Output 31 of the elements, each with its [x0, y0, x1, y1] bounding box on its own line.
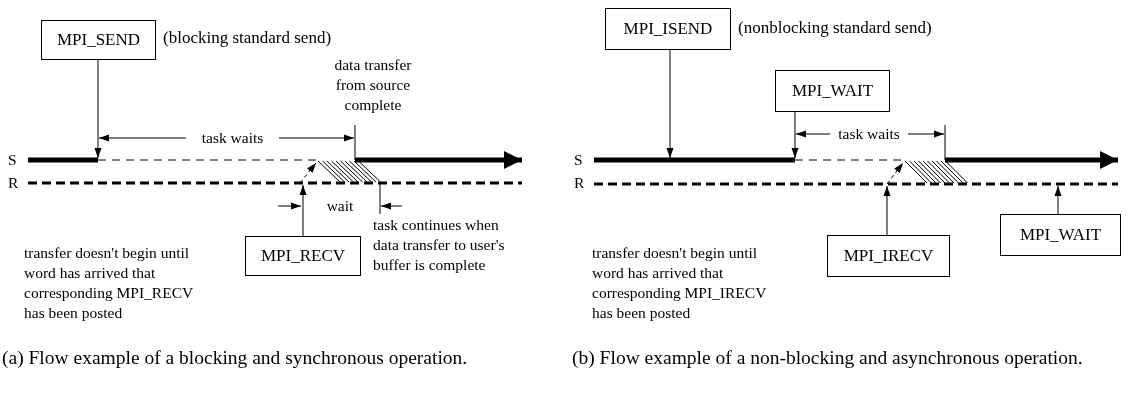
- leader-arrow: [666, 49, 674, 159]
- function-box: [775, 70, 890, 112]
- function-name: MPI_SEND: [56, 30, 141, 50]
- function-name: MPI_WAIT: [791, 81, 874, 101]
- interval-label: wait: [325, 196, 355, 216]
- leader-arrow: [299, 184, 307, 237]
- function-name: MPI_ISEND: [623, 19, 713, 39]
- annotation: (nonblocking standard send): [738, 18, 932, 38]
- annotation: transfer doesn't begin until word has arrived that corresponding MPI_RECV has been posted: [24, 243, 194, 323]
- caption: (a) Flow example of a blocking and synchronous operation.: [2, 346, 469, 370]
- annotation: task continues when data transfer to user's buffer is complete: [373, 215, 506, 275]
- function-name: MPI_RECV: [260, 246, 346, 266]
- function-name: MPI_IRECV: [843, 246, 934, 266]
- function-box: [605, 8, 731, 50]
- leader-arrow: [94, 59, 102, 159]
- timeline-label: R: [574, 173, 586, 193]
- function-box: [41, 20, 156, 60]
- annotation: transfer doesn't begin until word has arrived that corresponding MPI_IRECV has been posted: [592, 243, 768, 323]
- leader-arrow: [1054, 185, 1062, 215]
- function-name: MPI_WAIT: [1019, 225, 1102, 245]
- function-box: [1000, 214, 1121, 256]
- leader-arrow: [791, 111, 799, 159]
- annotation: data transfer from source complete: [333, 55, 413, 115]
- timeline-label: S: [574, 150, 584, 170]
- leader-arrow: [883, 185, 891, 236]
- function-box: [827, 235, 950, 277]
- function-box: [245, 236, 361, 276]
- timeline-label: S: [8, 150, 18, 170]
- timeline-label: R: [8, 173, 20, 193]
- annotation: (blocking standard send): [163, 28, 332, 48]
- caption: (b) Flow example of a non-blocking and asynchronous operation.: [572, 346, 1084, 370]
